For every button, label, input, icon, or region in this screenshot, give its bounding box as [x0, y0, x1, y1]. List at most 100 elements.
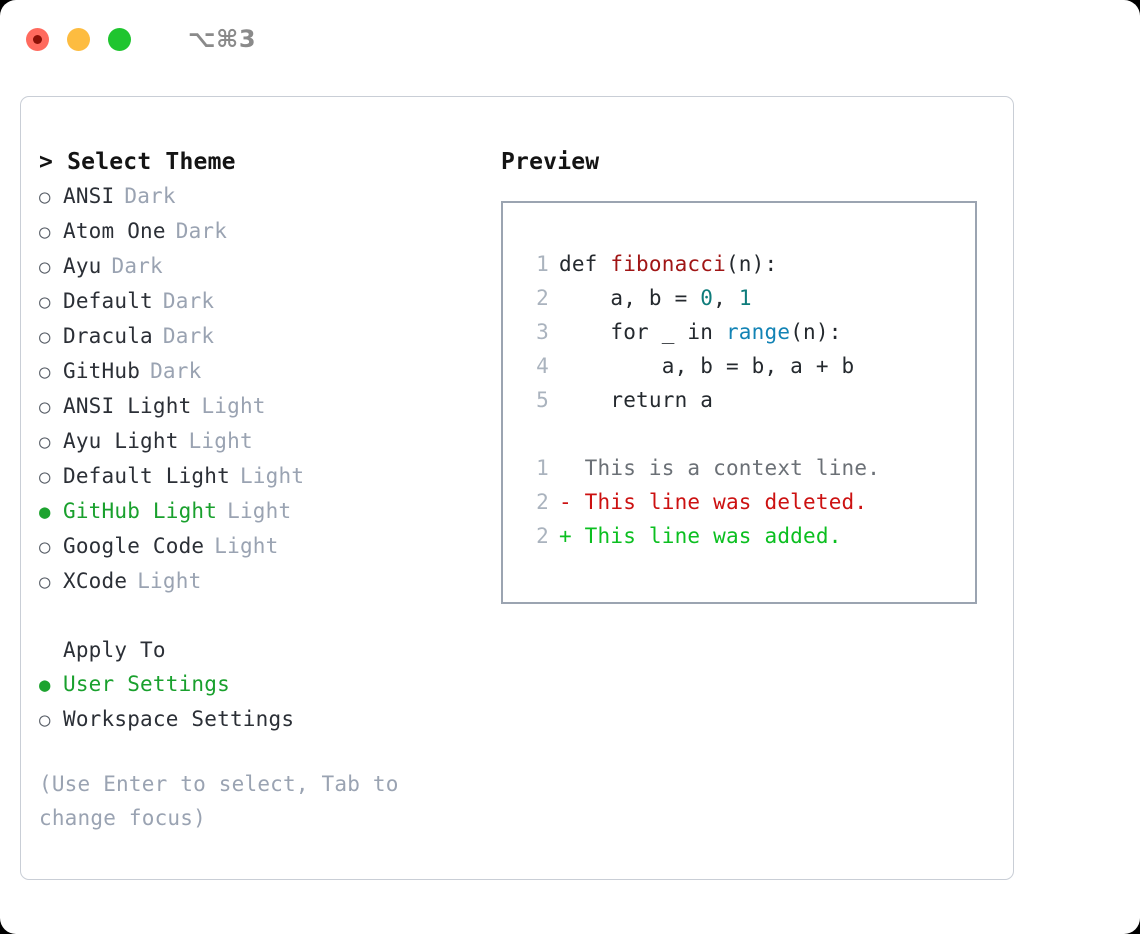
- radio-unselected-icon[interactable]: ○: [39, 571, 51, 593]
- theme-list-item[interactable]: ○ GitHub Dark: [39, 354, 501, 389]
- diff-line-number: 2: [536, 490, 549, 514]
- theme-variant-label: Light: [214, 534, 279, 558]
- code-line-number: 1: [536, 252, 549, 276]
- code-token: def: [559, 252, 611, 276]
- diff-line-number: 1: [536, 456, 549, 480]
- theme-name: Ayu Light: [63, 429, 179, 453]
- diff-sign: [559, 451, 572, 485]
- radio-selected-icon[interactable]: ●: [39, 674, 51, 696]
- title-bar: ⌥⌘3: [0, 0, 1140, 78]
- theme-list-item[interactable]: ○ ANSI Dark: [39, 179, 501, 214]
- code-token: a, b =: [559, 286, 701, 310]
- code-line: 4 a, b = b, a + b: [521, 349, 975, 383]
- diff-line-text: This line was deleted.: [571, 490, 868, 514]
- code-line-number: 2: [536, 286, 549, 310]
- theme-name: ANSI Light: [63, 394, 192, 418]
- apply-to-heading: Apply To: [63, 638, 166, 662]
- code-token: for _ in: [559, 320, 726, 344]
- radio-unselected-icon[interactable]: ○: [39, 536, 51, 558]
- theme-variant-label: Dark: [162, 324, 215, 348]
- code-line-text: return a: [559, 383, 713, 417]
- theme-variant-label: Dark: [124, 184, 176, 208]
- code-token: (n):: [725, 252, 778, 276]
- code-token: 0: [700, 286, 714, 310]
- code-token: fibonacci: [610, 252, 726, 276]
- apply-to-label: User Settings: [63, 672, 230, 696]
- radio-unselected-icon[interactable]: ○: [39, 396, 51, 418]
- code-line-number: 5: [536, 388, 549, 412]
- radio-unselected-icon[interactable]: ○: [39, 431, 51, 453]
- apply-to-item[interactable]: ● User Settings: [39, 667, 501, 702]
- minimize-button[interactable]: [67, 27, 90, 51]
- theme-name: Default Light: [63, 464, 230, 488]
- theme-variant-label: Dark: [175, 219, 228, 243]
- close-button[interactable]: [26, 27, 49, 51]
- theme-variant-label: Light: [227, 499, 292, 523]
- radio-unselected-icon[interactable]: ○: [39, 361, 51, 383]
- apply-to-item[interactable]: ○ Workspace Settings: [39, 702, 501, 737]
- theme-list-item[interactable]: ○ Default Dark: [39, 284, 501, 319]
- radio-unselected-icon[interactable]: ○: [39, 221, 51, 243]
- radio-unselected-icon[interactable]: ○: [39, 256, 51, 278]
- preview-heading: Preview: [501, 149, 600, 175]
- diff-sign: -: [559, 490, 572, 514]
- code-token: a, b = b, a + b: [559, 354, 855, 378]
- radio-unselected-icon[interactable]: ○: [39, 466, 51, 488]
- theme-list-item[interactable]: ○ Ayu Light Light: [39, 424, 501, 459]
- code-token: (n):: [790, 320, 842, 344]
- radio-unselected-icon[interactable]: ○: [39, 709, 51, 731]
- code-line-text: a, b = 0, 1: [559, 281, 752, 315]
- code-token: ,: [713, 286, 739, 310]
- theme-name: ANSI: [63, 184, 115, 208]
- code-line-number: 4: [536, 354, 549, 378]
- diff-line-text: This is a context line.: [571, 456, 881, 480]
- theme-variant-label: Dark: [150, 359, 202, 383]
- diff-line: 2 + This line was added.: [521, 519, 975, 553]
- radio-unselected-icon[interactable]: ○: [39, 291, 51, 313]
- diff-line-text: This line was added.: [571, 524, 842, 548]
- apply-to-label: Workspace Settings: [63, 707, 295, 731]
- diff-sample: 1 This is a context line. 2- This line wa…: [521, 451, 975, 553]
- code-token: return a: [559, 388, 714, 412]
- select-theme-heading: > Select Theme: [39, 149, 236, 175]
- keyboard-hint-text: (Use Enter to select, Tab to change focu…: [39, 772, 399, 830]
- maximize-button[interactable]: [108, 27, 131, 51]
- theme-variant-label: Light: [188, 429, 253, 453]
- diff-sign: +: [559, 524, 572, 548]
- code-token: range: [725, 320, 791, 344]
- code-token: 1: [738, 286, 752, 310]
- diff-line-number: 2: [536, 524, 549, 548]
- apply-to-list: ● User Settings ○ Workspace Settings: [39, 667, 501, 737]
- code-line: 5 return a: [521, 383, 975, 417]
- theme-name: Ayu: [63, 254, 102, 278]
- theme-variant-label: Dark: [162, 289, 215, 313]
- code-line: 3 for _ in range(n):: [521, 315, 975, 349]
- code-line: 2 a, b = 0, 1: [521, 281, 975, 315]
- theme-name: GitHub: [63, 359, 141, 383]
- radio-unselected-icon[interactable]: ○: [39, 326, 51, 348]
- radio-unselected-icon[interactable]: ○: [39, 186, 51, 208]
- code-line-text: a, b = b, a + b: [559, 349, 854, 383]
- theme-name: Default: [63, 289, 153, 313]
- traffic-lights: [26, 27, 131, 51]
- radio-selected-icon[interactable]: ●: [39, 501, 51, 523]
- code-line-text: for _ in range(n):: [559, 315, 842, 349]
- code-line-text: def fibonacci(n):: [559, 247, 777, 281]
- code-line-number: 3: [536, 320, 549, 344]
- code-line: 1 def fibonacci(n):: [521, 247, 975, 281]
